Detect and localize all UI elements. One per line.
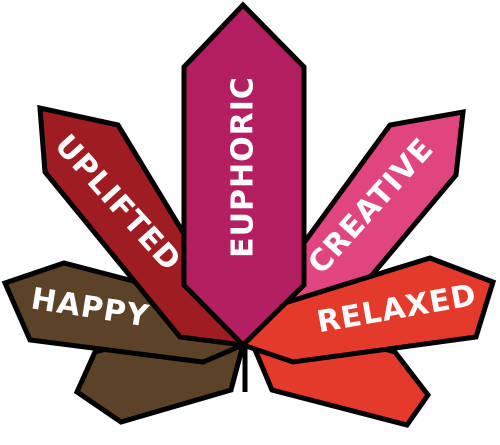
blade-label-euphoric: EUPHORIC — [226, 76, 261, 258]
